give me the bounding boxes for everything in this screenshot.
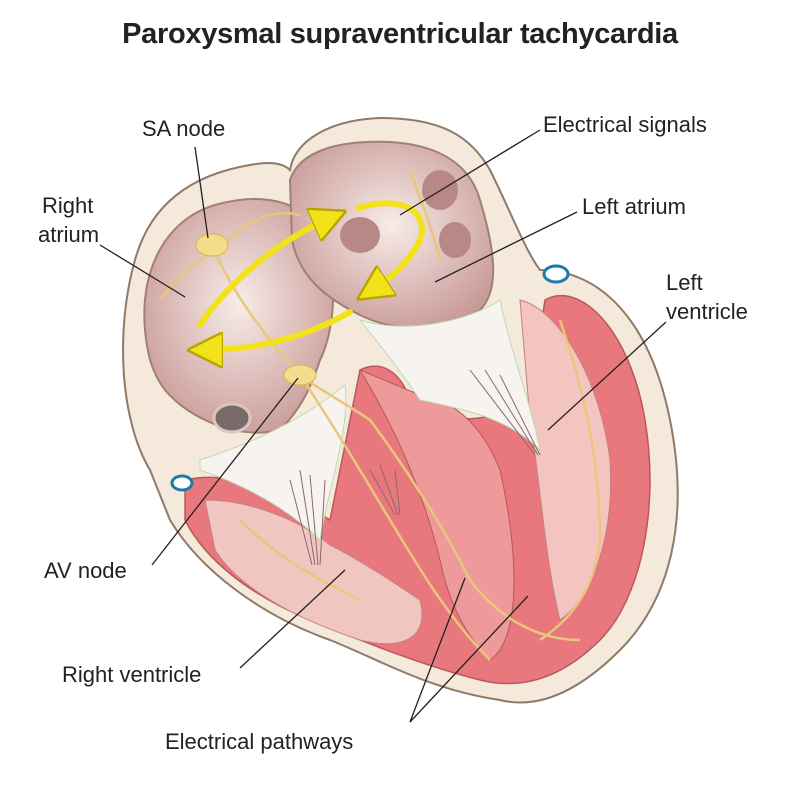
sa-node — [195, 233, 229, 257]
vein-opening — [212, 402, 252, 434]
chordae-tendineae — [289, 369, 541, 566]
coronary-vessel-right — [170, 474, 194, 492]
diagram-title: Paroxysmal supraventricular tachycardia — [122, 18, 678, 50]
tricuspid-valve — [199, 384, 347, 542]
label-left-ventricle-line2: ventricle — [666, 299, 748, 324]
label-right-atrium-line2: atrium — [38, 222, 100, 247]
label-right-ventricle: Right ventricle — [62, 662, 202, 687]
arrow-left — [205, 309, 353, 350]
arrow-loop — [358, 200, 425, 290]
label-av-node: AV node — [44, 558, 127, 583]
av-node — [283, 364, 317, 386]
mitral-valve — [358, 299, 541, 452]
leader-lines — [99, 129, 667, 723]
right-ventricle-cavity — [204, 499, 423, 645]
coronary-vessel-left — [542, 264, 570, 284]
label-electrical-signals: Electrical signals — [543, 112, 707, 137]
pulmonary-vein-3 — [340, 217, 380, 253]
label-electrical-pathways: Electrical pathways — [165, 729, 354, 754]
label-left-atrium: Left atrium — [582, 194, 686, 219]
label-right-atrium-line1: Right — [42, 193, 94, 218]
label-sa-node: SA node — [142, 116, 226, 141]
electrical-pathways-nerves — [159, 169, 602, 661]
electrical-signal-arrows — [197, 200, 425, 350]
left-ventricle-cavity — [519, 299, 612, 621]
arrow-up — [197, 218, 330, 328]
label-left-ventricle-line1: Left — [666, 270, 703, 295]
pulmonary-vein-2 — [439, 222, 471, 258]
